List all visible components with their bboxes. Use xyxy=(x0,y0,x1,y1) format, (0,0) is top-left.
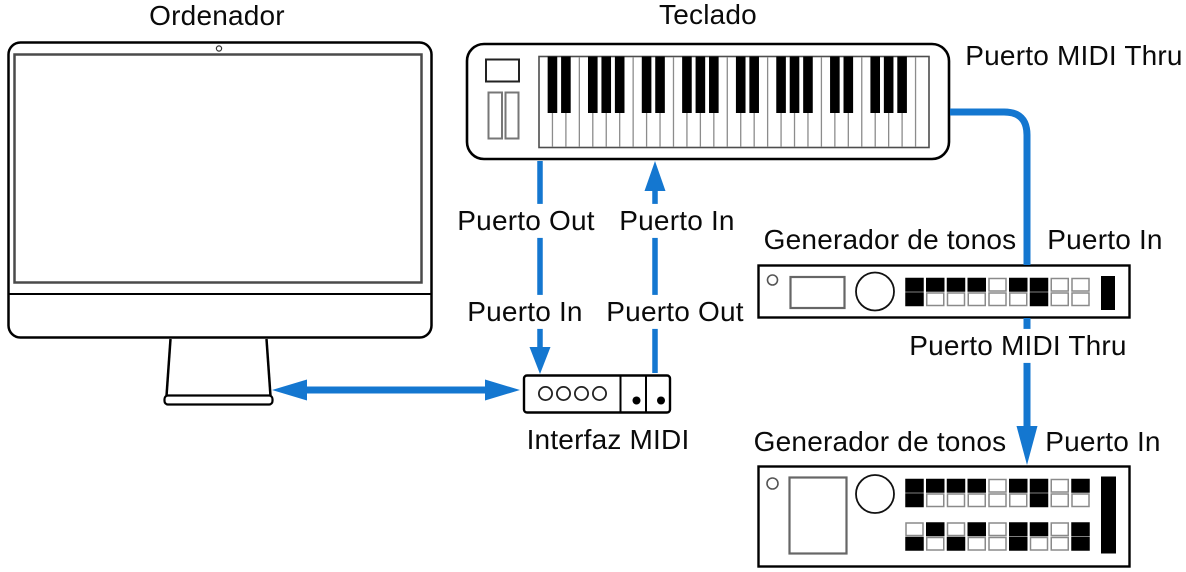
tone-generator-1-illustration xyxy=(757,264,1131,319)
interface-indicator-dot xyxy=(632,396,641,405)
interface-indicator-dot xyxy=(657,396,665,405)
interface-body xyxy=(522,374,672,414)
tone-generator-2-illustration xyxy=(757,465,1131,568)
keyboard-display xyxy=(485,58,520,83)
tone-generator-1-label: Generador de tonos xyxy=(763,223,1017,255)
port-in-gen1-label: Puerto In xyxy=(1047,223,1163,255)
generator2-display xyxy=(788,476,848,555)
computer-label: Ordenador xyxy=(149,0,285,31)
generator1-display xyxy=(789,275,846,310)
generator1-button-grid xyxy=(905,277,1090,307)
midi-thru-mid-label: Puerto MIDI Thru xyxy=(902,328,1134,364)
power-led xyxy=(766,477,779,490)
generator2-button-grid xyxy=(905,478,1090,551)
keyboard-label: Teclado xyxy=(659,0,757,30)
midi-interface-illustration xyxy=(522,374,672,414)
level-fader xyxy=(1101,276,1115,310)
usb-cable-arrow xyxy=(272,379,520,401)
port-in-label-1: Puerto In xyxy=(612,203,742,239)
piano-keys xyxy=(538,55,930,149)
port-in-label-2: Puerto In xyxy=(460,294,590,330)
computer-body xyxy=(7,41,433,339)
tone-generator-2-label: Generador de tonos xyxy=(753,425,1007,457)
midi-out-cable-arrow xyxy=(529,161,551,374)
midi-thru-top-label: Puerto MIDI Thru xyxy=(965,39,1183,71)
camera-dot xyxy=(215,45,223,52)
interface-midi-ports xyxy=(538,385,608,401)
keyboard-body xyxy=(465,42,951,161)
computer-screen xyxy=(13,53,423,284)
port-out-label-1: Puerto Out xyxy=(450,203,602,239)
midi-interface-label: Interfaz MIDI xyxy=(526,423,690,455)
pitch-wheel xyxy=(487,91,503,140)
port-out-label-2: Puerto Out xyxy=(599,294,751,330)
generator1-body xyxy=(757,264,1131,319)
level-fader xyxy=(1101,476,1116,554)
computer-illustration xyxy=(7,41,433,406)
keyboard-illustration xyxy=(465,42,951,161)
port-in-gen2-label: Puerto In xyxy=(1045,425,1161,457)
generator2-body xyxy=(757,465,1131,568)
rotary-knob xyxy=(855,474,895,514)
mod-wheel xyxy=(504,91,520,140)
power-led xyxy=(766,274,779,286)
midi-in-cable-arrow xyxy=(644,161,666,373)
rotary-knob xyxy=(855,271,895,312)
computer-stand xyxy=(163,338,274,406)
